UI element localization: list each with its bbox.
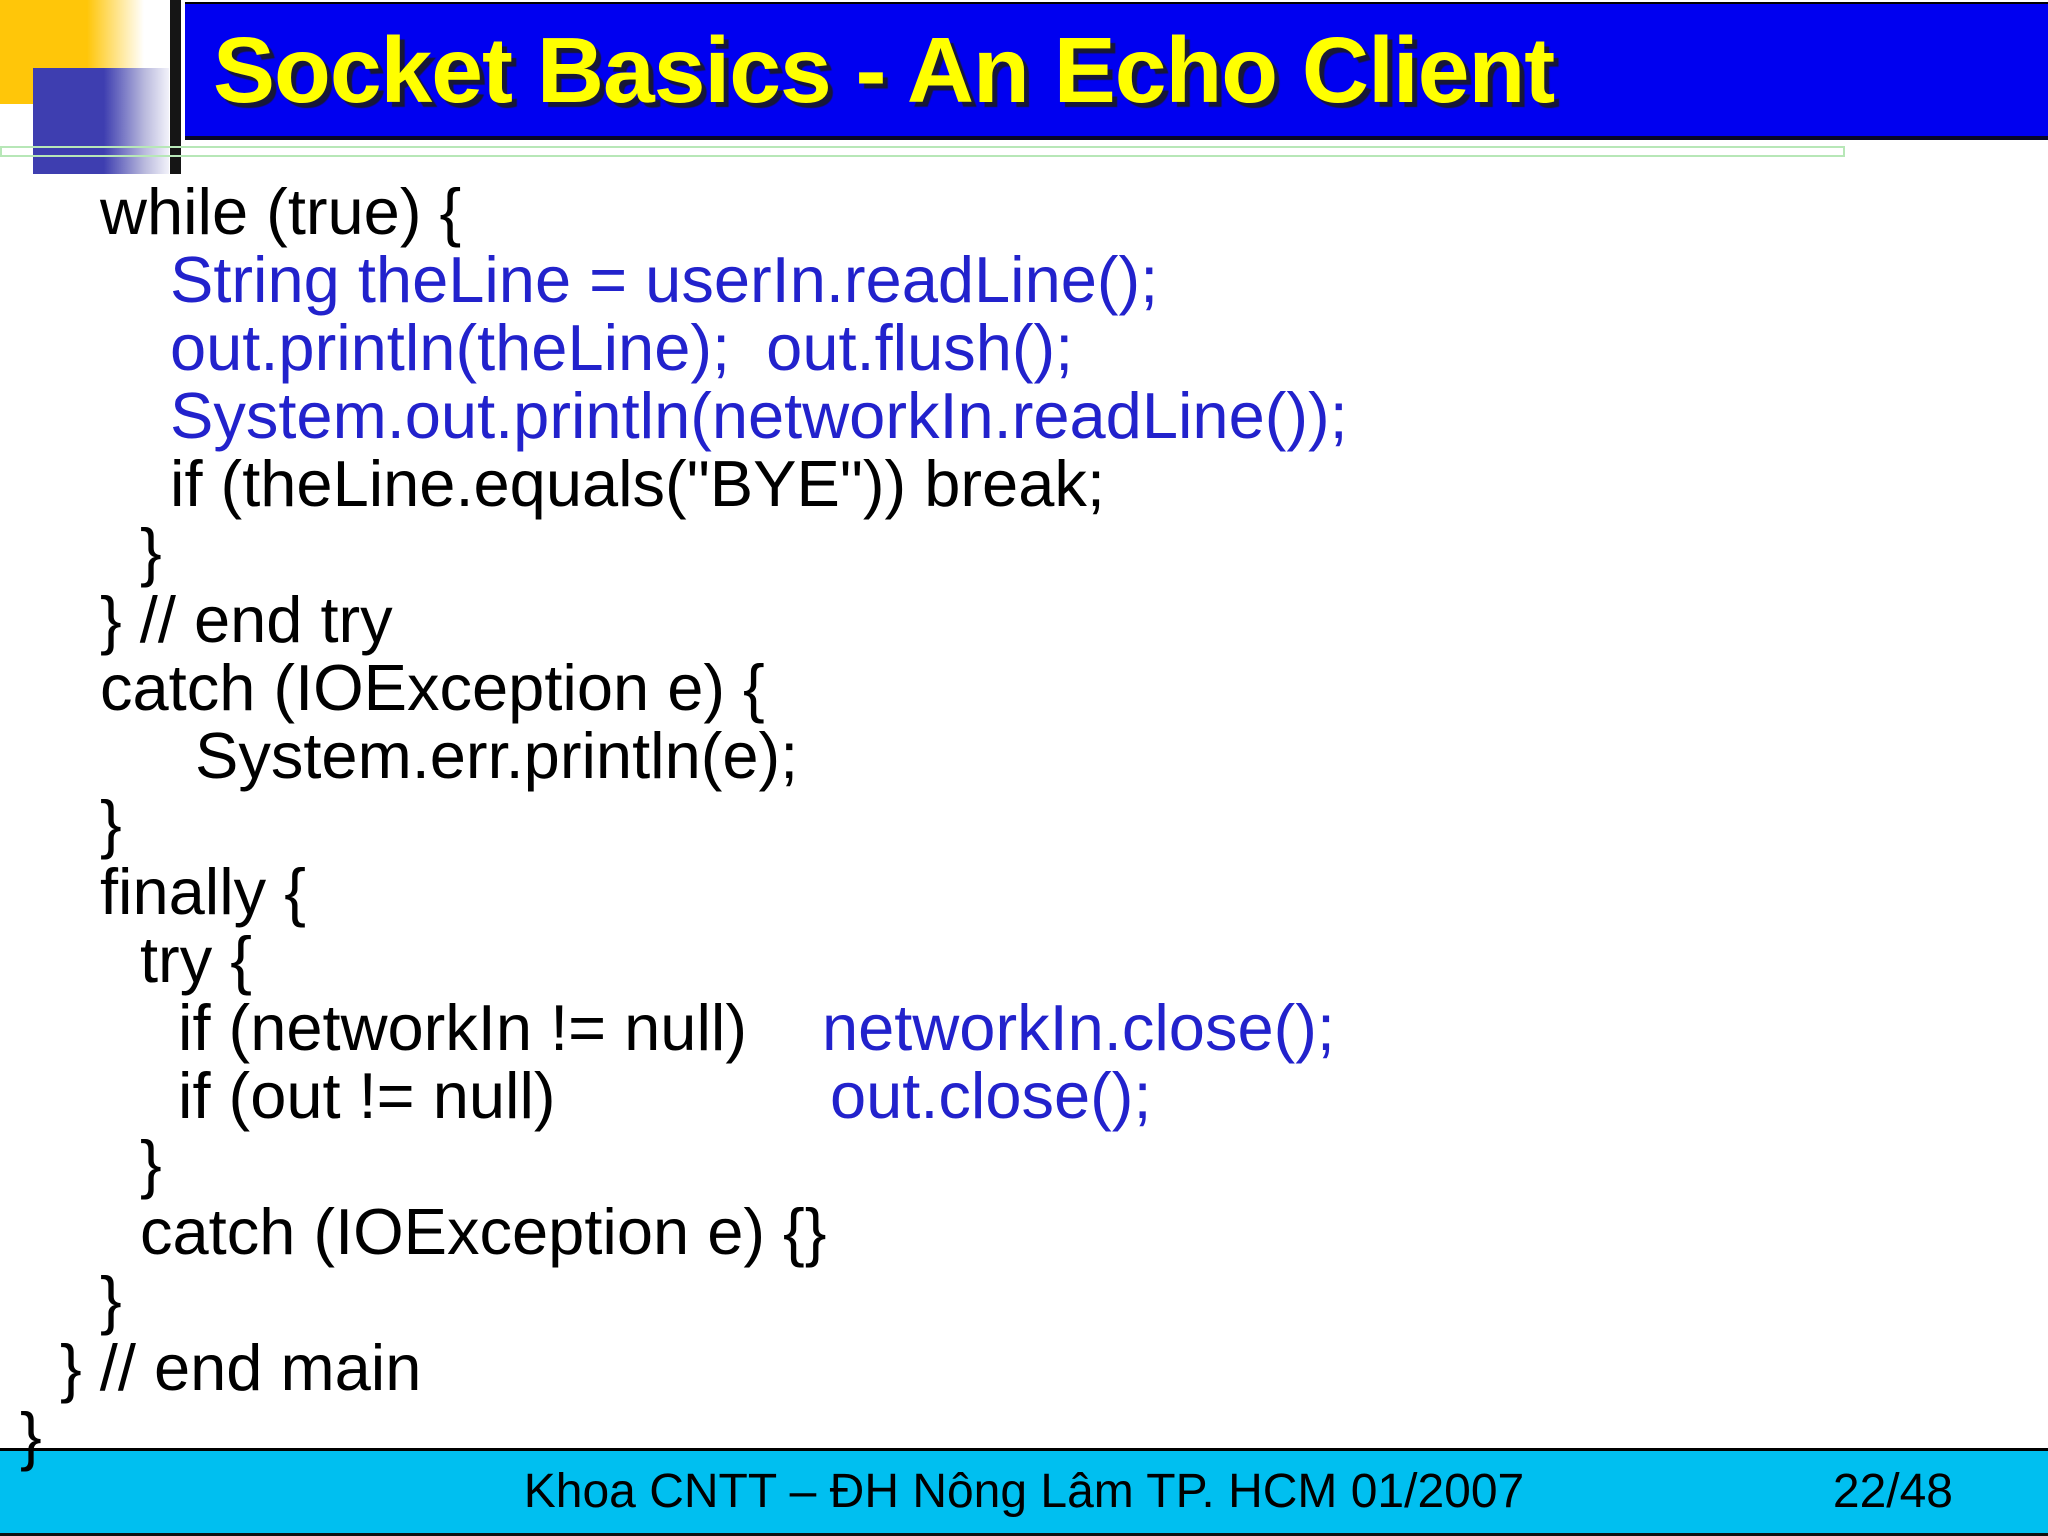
code-line: if (theLine.equals("BYE")) break; [0, 450, 2048, 518]
code-line: while (true) { [0, 178, 2048, 246]
code-segment: } [140, 515, 162, 588]
code-line: System.out.println(networkIn.readLine())… [0, 382, 2048, 450]
code-line: } // end try [0, 586, 2048, 654]
code-line: } // end main [0, 1334, 2048, 1402]
code-line: out.println(theLine); out.flush(); [0, 314, 2048, 382]
code-segment: } [20, 1399, 42, 1472]
title-bar: Socket Basics - An Echo Client [185, 2, 2048, 140]
code-line: catch (IOException e) {} [0, 1198, 2048, 1266]
code-segment: catch (IOException e) { [100, 651, 765, 724]
footer-caption: Khoa CNTT – ĐH Nông Lâm TP. HCM 01/2007 [523, 1465, 1525, 1518]
code-segment: } // end try [100, 583, 393, 656]
code-block: while (true) {String theLine = userIn.re… [0, 178, 2048, 1470]
code-line: } [0, 1130, 2048, 1198]
code-segment: if (out != null) [178, 1059, 556, 1132]
corner-blue-square [33, 68, 169, 174]
code-line: catch (IOException e) { [0, 654, 2048, 722]
code-line: if (out != null) out.close(); [0, 1062, 2048, 1130]
title-underline-rule [0, 146, 1845, 157]
code-segment-highlight: String theLine = userIn.readLine(); [170, 243, 1159, 316]
code-segment: if (theLine.equals("BYE")) break; [170, 447, 1105, 520]
code-segment: catch (IOException e) {} [140, 1195, 827, 1268]
code-segment-highlight: networkIn.close(); [822, 991, 1335, 1064]
code-line: if (networkIn != null) networkIn.close(); [0, 994, 2048, 1062]
code-line: } [0, 518, 2048, 586]
code-segment: } [100, 1263, 122, 1336]
code-line: try { [0, 926, 2048, 994]
code-segment: while (true) { [100, 175, 462, 248]
code-line: System.err.println(e); [0, 722, 2048, 790]
footer-bar: Khoa CNTT – ĐH Nông Lâm TP. HCM 01/2007 … [0, 1448, 2048, 1536]
corner-black-stripe [170, 0, 181, 174]
code-segment-highlight: out.println(theLine); out.flush(); [170, 311, 1074, 384]
code-segment: finally { [100, 855, 306, 928]
code-segment-highlight: out.close(); [830, 1059, 1152, 1132]
code-segment: System.err.println(e); [195, 719, 799, 792]
code-line: } [0, 1266, 2048, 1334]
code-segment: } [100, 787, 122, 860]
code-segment: } // end main [60, 1331, 422, 1404]
code-segment-highlight: System.out.println(networkIn.readLine())… [170, 379, 1348, 452]
code-segment: } [140, 1127, 162, 1200]
code-line: } [0, 790, 2048, 858]
code-line: String theLine = userIn.readLine(); [0, 246, 2048, 314]
code-line: finally { [0, 858, 2048, 926]
footer-page-number: 22/48 [1832, 1465, 1953, 1518]
page-title: Socket Basics - An Echo Client [213, 17, 1555, 122]
code-segment: try { [140, 923, 252, 996]
code-line: } [0, 1402, 2048, 1470]
code-segment: if (networkIn != null) [178, 991, 747, 1064]
